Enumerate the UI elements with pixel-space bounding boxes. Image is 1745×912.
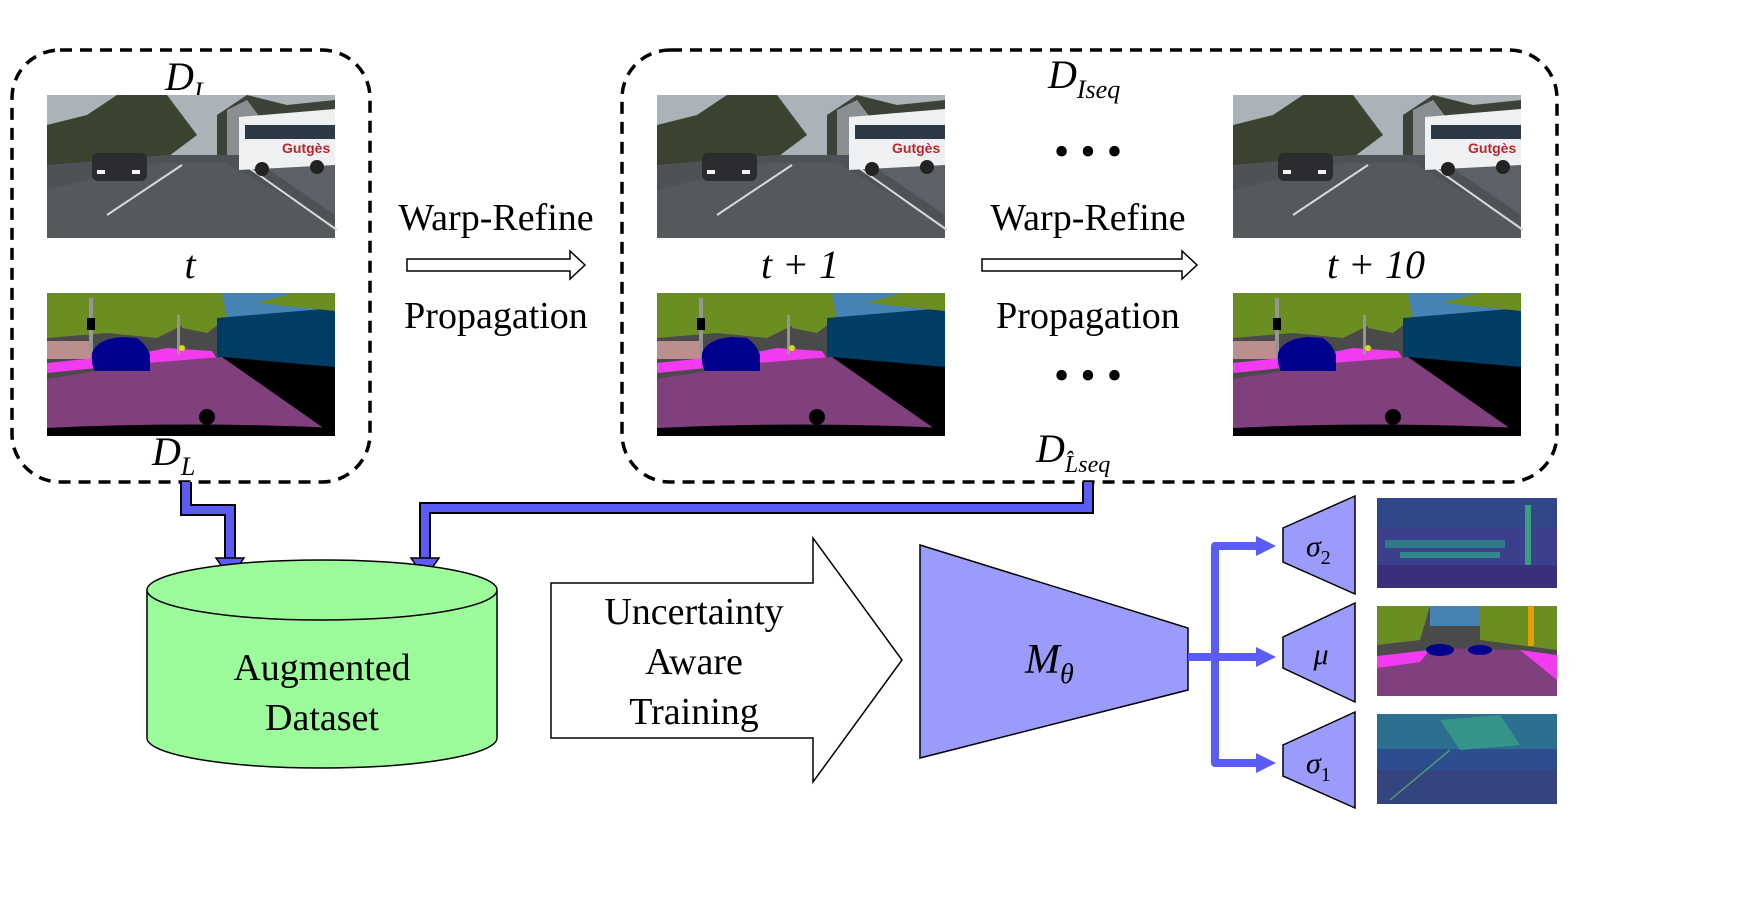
svg-text:DI: DI: [164, 54, 204, 106]
sequence-label-seq-label: DL̂seq: [1035, 426, 1110, 478]
head-mu-label: μ: [1312, 638, 1328, 671]
output-sigma2-map: [1377, 498, 1557, 588]
head-mu-trapezoid: [1282, 601, 1356, 704]
warp-refine-label-1: Warp-Refine: [398, 197, 593, 239]
frame-first-label: t + 1: [761, 242, 839, 287]
source-time-label: t: [184, 242, 196, 287]
training-arrow: [550, 535, 903, 785]
head-sigma1-trapezoid: [1282, 710, 1356, 810]
model-trapezoid: [919, 543, 1189, 759]
source-label-map-label: DL: [151, 429, 195, 481]
model-label: Mθ: [1024, 637, 1074, 690]
source-photo: [46, 94, 338, 239]
propagation-arrow-2: [981, 249, 1199, 281]
training-label-line2: Aware: [645, 641, 743, 683]
output-sigma1-map: [1377, 714, 1557, 804]
warp-refine-label-2: Warp-Refine: [990, 197, 1185, 239]
source-group-border: [10, 48, 372, 484]
propagation-arrow-1: [406, 249, 587, 281]
source-label-map: [47, 293, 335, 436]
head-sigma2-label: σ2: [1306, 530, 1331, 569]
training-label-line3: Training: [629, 691, 759, 733]
sequence-photo-first: [656, 94, 948, 239]
head-sigma2-trapezoid: [1282, 494, 1356, 596]
dataset-label-line1: Augmented: [233, 647, 410, 689]
output-mu-map: [1377, 606, 1557, 696]
source-image-label: DI: [164, 54, 204, 106]
training-label-line1: Uncertainty: [604, 591, 783, 633]
propagation-label-1: Propagation: [404, 295, 588, 337]
svg-text:DL̂seq: DL̂seq: [1035, 426, 1110, 478]
dataset-label-line2: Dataset: [265, 697, 379, 739]
svg-text:Mθ: Mθ: [1024, 637, 1074, 690]
head-branch-connector: [1188, 536, 1276, 773]
head-sigma1-label: σ1: [1306, 747, 1331, 786]
svg-text:σ2: σ2: [1306, 530, 1331, 569]
connector-sequence-to-dataset: [409, 482, 1094, 580]
ellipsis-bottom: • • •: [1054, 351, 1122, 400]
ellipsis-top: • • •: [1054, 127, 1122, 176]
svg-text:DL: DL: [151, 429, 195, 481]
sequence-label-map-last: [1233, 293, 1521, 436]
frame-last-label: t + 10: [1327, 242, 1425, 287]
svg-text:σ1: σ1: [1306, 747, 1331, 786]
sequence-label-map-first: [657, 293, 945, 436]
svg-text:DIseq: DIseq: [1047, 52, 1120, 104]
sequence-photo-last: [1232, 94, 1524, 239]
sequence-image-label: DIseq: [1047, 52, 1120, 104]
propagation-label-2: Propagation: [996, 295, 1180, 337]
augmented-dataset-cylinder: [146, 559, 498, 769]
